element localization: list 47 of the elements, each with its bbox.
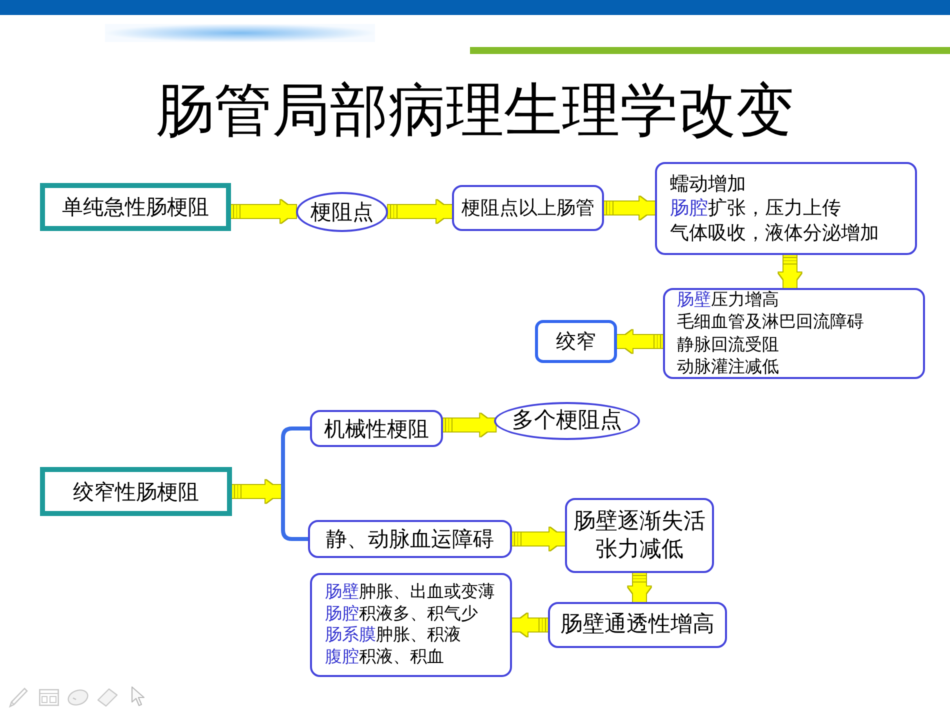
text-line: 气体吸收，液体分泌增加 [670,220,879,246]
process-box [452,185,604,231]
text-line: 腹腔积液、积血 [325,646,444,668]
block-arrow [512,614,548,636]
block-arrow [232,480,281,503]
process-box [565,498,714,573]
category-box [40,183,231,231]
text-line: 静脉回流受阻 [677,334,779,356]
box-label: 梗阻点以上肠管 [462,196,594,220]
process-box [310,573,512,677]
block-arrow [604,196,655,220]
category-box [40,467,232,516]
text-line: 蠕动增加 [670,172,746,196]
text-line: 肠腔扩张，压力上传 [670,196,841,221]
text-line: 肠壁肿胀、出血或变薄 [325,582,495,604]
process-box [310,410,443,447]
text-line: 毛细血管及淋巴回流障碍 [677,311,864,334]
process-box [308,520,512,558]
block-arrow [617,330,663,353]
block-arrow [231,200,296,223]
text-line: 肠腔积液多、积气少 [325,604,478,625]
text-line: 肠壁逐渐失活 [574,508,706,536]
block-arrow [512,528,565,550]
box-label: 多个梗阻点 [512,407,622,435]
bracket-spine [281,438,285,529]
process-box [663,288,925,379]
text-line: 动脉灌注减低 [677,356,779,378]
bracket-line [281,426,310,440]
box-label: 绞窄性肠梗阻 [73,478,199,504]
box-label: 肠壁通透性增高 [560,611,714,639]
process-box [548,602,727,648]
block-arrow [778,255,802,288]
process-box [655,162,917,255]
block-arrow [388,200,452,223]
text-line: 肠壁压力增高 [677,288,779,311]
block-arrow [443,414,496,436]
text-line: 肠系膜肿胀、积液 [325,625,461,646]
box-label: 梗阻点 [310,199,374,225]
block-arrow [628,573,651,602]
box-label: 机械性梗阻 [324,416,429,442]
bracket-line [281,528,308,541]
text-line: 张力减低 [596,536,684,564]
box-label: 静、动脉血运障碍 [326,526,494,552]
box-label: 单纯急性肠梗阻 [62,194,209,220]
box-label: 绞窄 [556,329,596,354]
outcome-box [535,320,617,363]
title: 肠管局部病理生理学改变 [156,77,794,143]
